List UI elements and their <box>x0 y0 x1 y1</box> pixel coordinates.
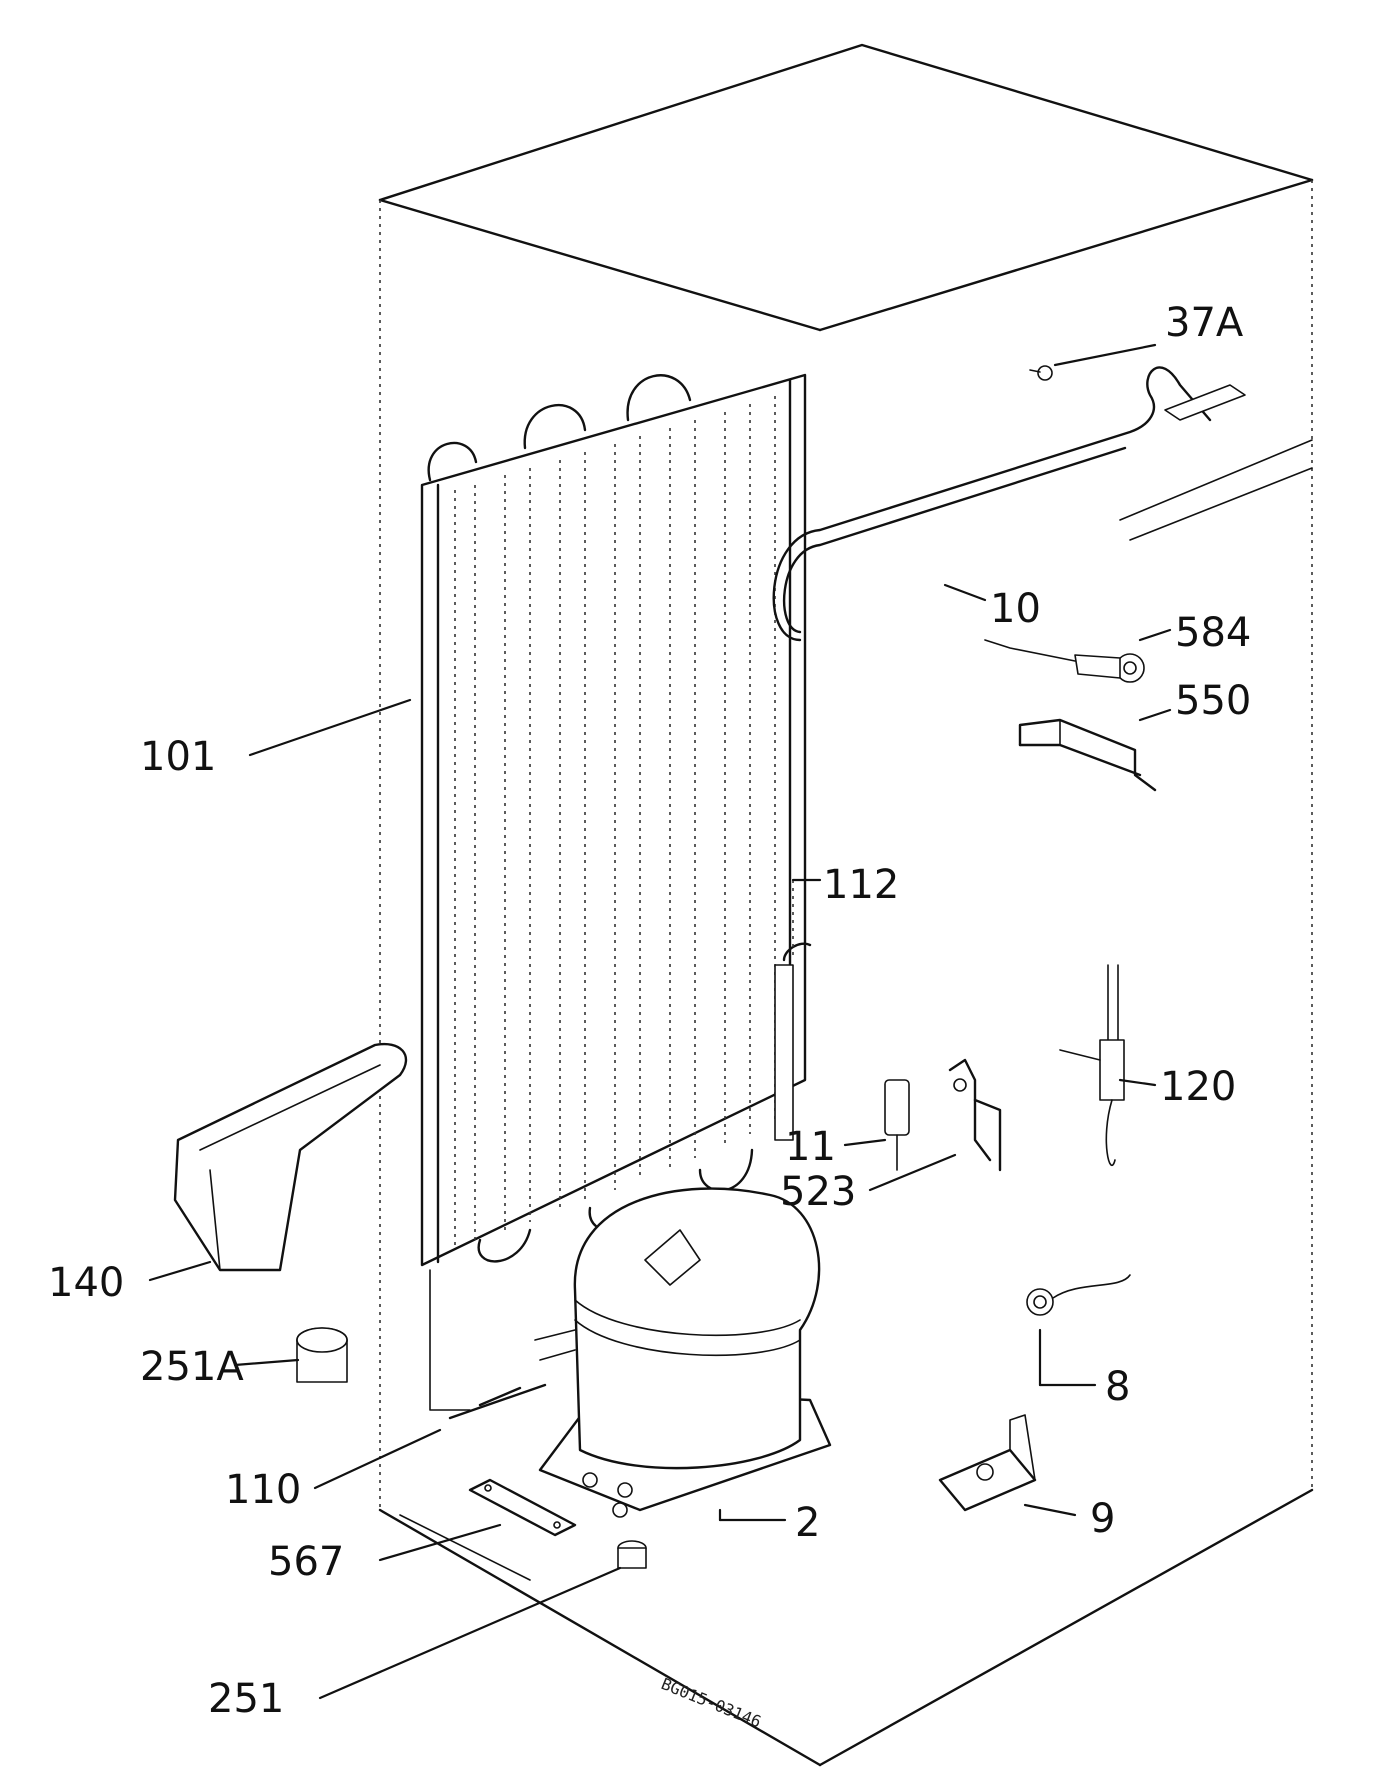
grommet-251a <box>296 1327 348 1383</box>
condenser-fins <box>454 396 776 1250</box>
callout-120: 120 <box>1160 1064 1236 1110</box>
grommet-251 <box>617 1540 647 1569</box>
callout-251A: 251A <box>140 1344 244 1390</box>
sensor-584 <box>984 639 1145 683</box>
hot-loop-pipe-10 <box>772 365 1246 642</box>
bracket-523 <box>948 1058 1002 1172</box>
plate-567 <box>468 1478 577 1537</box>
callout-584: 584 <box>1175 610 1251 656</box>
callout-10: 10 <box>990 586 1041 632</box>
relay-11 <box>884 1079 910 1171</box>
callout-8: 8 <box>1105 1364 1130 1410</box>
condenser-101 <box>420 373 807 1411</box>
capillary-110 <box>448 1383 547 1420</box>
cabinet-outline <box>378 43 1314 1767</box>
callout-37A: 37A <box>1165 300 1244 346</box>
grommet-8 <box>1026 1274 1131 1316</box>
bracket-550 <box>1018 718 1157 792</box>
callout-labels: 37A 10 584 550 101 112 120 11 523 140 25… <box>48 300 1251 1722</box>
callout-550: 550 <box>1175 678 1251 724</box>
callout-110: 110 <box>225 1467 301 1513</box>
leader-lines <box>148 343 1172 1700</box>
callout-140: 140 <box>48 1260 124 1306</box>
drip-tray-140 <box>173 1042 407 1272</box>
callout-251: 251 <box>208 1676 284 1722</box>
callout-567: 567 <box>268 1539 344 1585</box>
callout-112: 112 <box>823 862 899 908</box>
overload-9 <box>938 1414 1037 1512</box>
callout-101: 101 <box>140 734 216 780</box>
callout-523: 523 <box>780 1169 856 1215</box>
compressor-2 <box>534 1187 832 1518</box>
callout-9: 9 <box>1090 1496 1115 1542</box>
callout-11: 11 <box>785 1124 836 1170</box>
thermostat-120 <box>1059 964 1125 1167</box>
drier-112 <box>774 880 812 1141</box>
drawing-code: BG015-03146 <box>659 1674 764 1731</box>
callout-2: 2 <box>795 1500 820 1546</box>
